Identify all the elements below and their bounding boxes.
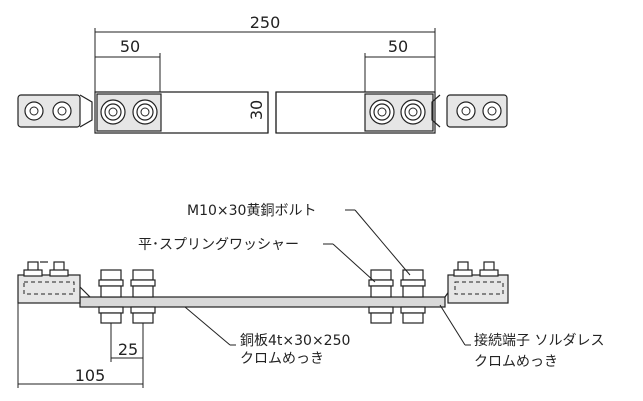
right-bolt-stacks-side [368, 269, 426, 324]
top-view: 250 50 50 30 [17, 13, 508, 134]
right-terminal-side [444, 261, 509, 304]
left-terminal-side [17, 261, 91, 304]
callout-washer: 平･スプリングワッシャー [138, 237, 376, 283]
dimension-overall-length-text: 250 [250, 13, 281, 32]
dimension-bar-width-text: 30 [247, 100, 266, 120]
dimension-terminal-offset: 105 [17, 303, 144, 388]
left-bolt-stacks-side [98, 269, 156, 324]
callout-plate: 銅板4t×30×250 クロムめっき [184, 306, 350, 367]
dimension-bolt-offset: 25 [110, 323, 144, 362]
callout-terminal-line1: 接続端子 ソルダレス [474, 332, 604, 349]
left-bolts-top [96, 93, 162, 132]
right-bolts-top [364, 93, 434, 132]
dimension-left-bolt-span-text: 50 [120, 37, 140, 56]
dimension-right-bolt-span-text: 50 [388, 37, 408, 56]
dimension-left-bolt-span: 50 [95, 37, 161, 92]
callout-terminal: 接続端子 ソルダレス クロムめっき [439, 304, 604, 370]
left-terminal-top [17, 94, 93, 128]
callout-bolt-text: M10×30黄銅ボルト [187, 202, 316, 219]
dimension-right-bolt-span: 50 [364, 37, 435, 92]
side-view: 25 105 M10×30黄銅ボルト 平･スプリングワッシャー 銅板4t×30×… [17, 202, 604, 388]
copper-plate-side [79, 296, 446, 308]
callout-plate-line1: 銅板4t×30×250 [240, 333, 350, 349]
dimension-bolt-offset-text: 25 [118, 340, 138, 359]
callout-washer-text: 平･スプリングワッシャー [138, 237, 299, 253]
callout-plate-line2: クロムめっき [240, 351, 324, 367]
callout-bolt: M10×30黄銅ボルト [187, 202, 411, 276]
callout-terminal-line2: クロムめっき [474, 354, 558, 370]
dimension-overall-length: 250 [94, 13, 436, 92]
dimension-terminal-offset-text: 105 [75, 366, 106, 385]
right-terminal-top [431, 94, 508, 128]
